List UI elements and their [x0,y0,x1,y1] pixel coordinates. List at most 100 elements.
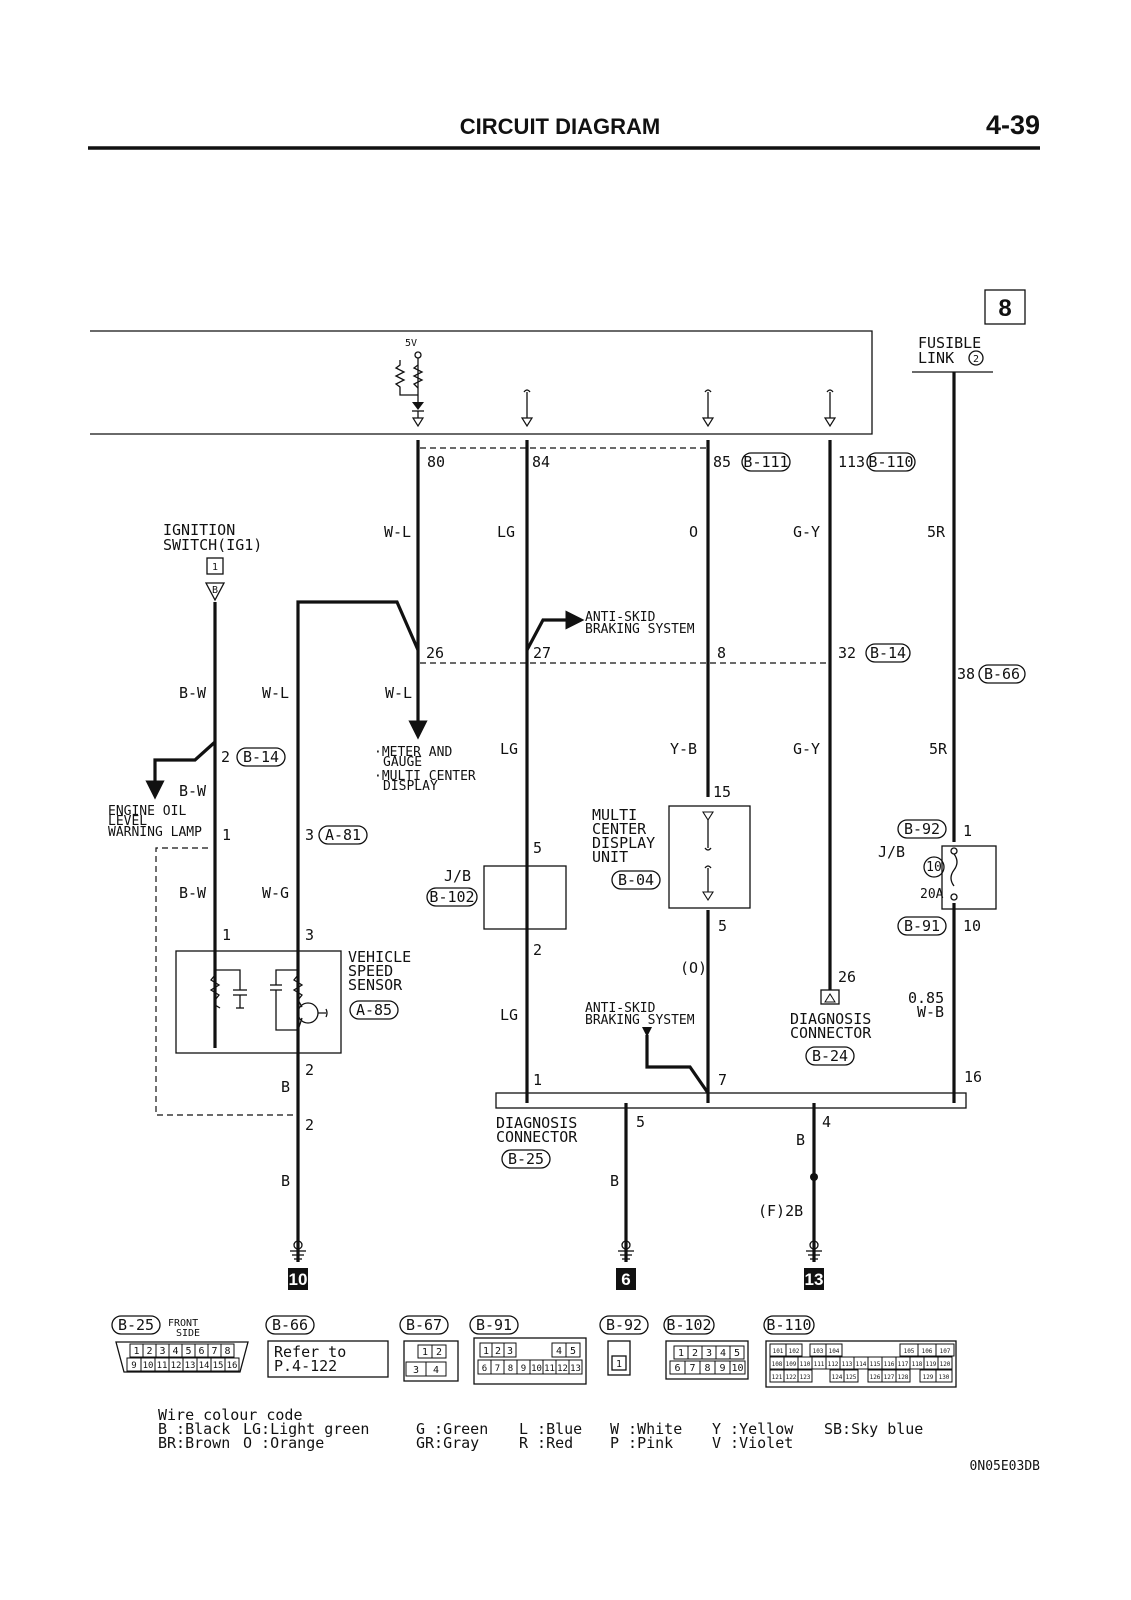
svg-text:B-04: B-04 [618,871,654,889]
b25-pin-label: 3 [159,1346,165,1357]
svg-text:LG:Light green: LG:Light green [243,1420,369,1438]
svg-text:L :Blue: L :Blue [519,1420,582,1438]
multi-center-display-unit: 15 5 MULTI CENTER DISPLAY UNIT B-04 [592,783,751,935]
b102-pin-label: 3 [706,1348,712,1359]
svg-text:B-92: B-92 [904,820,940,838]
b110-cell [825,1343,843,1357]
ground-loop-dashed [155,847,295,1116]
splice-pin-2: 2 [221,748,230,766]
svg-text:5: 5 [533,839,542,857]
svg-text:SPEED: SPEED [348,962,393,980]
svg-text:10: 10 [926,860,942,875]
drawing-code: 0N05E03DB [970,1459,1041,1474]
svg-text:SWITCH(IG1): SWITCH(IG1) [163,536,262,554]
b110-cell [935,1343,955,1357]
b67-pin-label: 4 [433,1365,439,1376]
b110-pin-label: 126 [870,1374,881,1381]
svg-text:B-110: B-110 [766,1316,811,1334]
b25-pin-label: 1 [133,1346,139,1357]
b110-cell [785,1343,803,1357]
b91-pin-label: 4 [556,1346,562,1357]
b110-pin-label: 107 [940,1348,951,1355]
b102-pin-label: 10 [731,1363,743,1374]
b102-pin-label: 4 [720,1348,726,1359]
svg-text:2: 2 [973,354,979,365]
svg-text:20A: 20A [920,887,944,902]
b110-pin-label: 102 [789,1348,800,1355]
svg-text:BRAKING SYSTEM: BRAKING SYSTEM [585,1013,695,1028]
page-title: CIRCUIT DIAGRAM [460,114,660,139]
engine-oil-lamp-label: ENGINE OIL LEVEL WARNING LAMP [108,804,202,840]
b25-pin-label: 5 [185,1346,191,1357]
svg-text:DISPLAY: DISPLAY [592,834,655,852]
b110-pin-label: 110 [800,1361,811,1368]
svg-text:VEHICLE: VEHICLE [348,948,411,966]
b67-pin-label: 3 [413,1365,419,1376]
b110-pin-label: 108 [772,1361,783,1368]
ground-10: 10 [288,1240,308,1290]
b102-pin-label: 7 [689,1363,695,1374]
svg-text:B-67: B-67 [406,1316,442,1334]
svg-text:8: 8 [998,295,1011,322]
svg-text:Y :Yellow: Y :Yellow [712,1420,794,1438]
ecu-pullup-circuit [394,351,425,428]
wire-colour-legend: Wire colour code B :Black BR:Brown LG:Li… [158,1406,923,1452]
anti-skid-top-label: ANTI-SKID BRAKING SYSTEM [585,610,695,637]
b91-pin-label: 3 [507,1346,513,1357]
svg-text:1: 1 [963,822,972,840]
svg-text:·METER AND: ·METER AND [374,745,452,760]
b110-pin-label: 101 [773,1348,784,1355]
svg-text:ANTI-SKID: ANTI-SKID [585,610,656,625]
b25-cell [220,1343,235,1358]
svg-text:5: 5 [718,917,727,935]
svg-text:(O): (O) [680,959,707,977]
svg-text:FUSIBLE: FUSIBLE [918,334,981,352]
b91-pin-label: 9 [521,1364,526,1374]
b25-pin-label: 9 [131,1361,136,1371]
b25-pin-label: 13 [185,1361,196,1371]
connector-b66-diagram: B-66 Refer to P.4-122 [265,1315,389,1378]
svg-text:O :Orange: O :Orange [243,1434,324,1452]
svg-text:B: B [281,1172,290,1190]
b110-pin-label: 116 [884,1361,895,1368]
ground-13: 13 [804,1240,824,1290]
svg-text:5: 5 [636,1113,645,1131]
junction-block-left: 5 2 J/B B-102 [426,839,567,959]
b91-cell [565,1342,581,1358]
svg-text:2: 2 [533,941,542,959]
svg-text:B-24: B-24 [812,1047,848,1065]
b102-pin-label: 8 [704,1363,710,1374]
svg-text:W :White: W :White [610,1420,682,1438]
svg-text:SB:Sky blue: SB:Sky blue [824,1420,923,1438]
b110-pin-label: 109 [786,1361,797,1368]
svg-text:G-Y: G-Y [793,740,820,758]
b102-pin-label: 5 [734,1348,740,1359]
b91-cell [568,1359,583,1375]
svg-text:W-B: W-B [917,1003,944,1021]
b110-pin-label: 125 [846,1374,857,1381]
svg-text:B-66: B-66 [272,1316,308,1334]
svg-text:B-92: B-92 [606,1316,642,1334]
page-number: 4-39 [986,110,1040,140]
svg-text:W-L: W-L [384,523,411,541]
conn-a81: A-81 [325,826,361,844]
svg-text:LEVEL: LEVEL [108,814,147,829]
b110-pin-label: 120 [940,1361,951,1368]
b110-pin-label: 115 [870,1361,881,1368]
svg-text:7: 7 [718,1071,727,1089]
svg-text:B-102: B-102 [666,1316,711,1334]
conn-b14-mid: B-14 [870,644,906,662]
pin-80: 80 [427,453,445,471]
svg-text:15: 15 [713,783,731,801]
b102-pin-label: 2 [692,1348,698,1359]
svg-text:B :Black: B :Black [158,1420,230,1438]
b91-pin-label: 13 [570,1364,581,1374]
b110-pin-label: 119 [926,1361,937,1368]
pin-32: 32 [838,644,856,662]
ignition-switch: IGNITION SWITCH(IG1) 1 B [163,521,262,602]
b91-pin-label: 5 [570,1346,576,1357]
b91-pin-label: 12 [557,1364,568,1374]
svg-text:B-W: B-W [179,782,207,800]
